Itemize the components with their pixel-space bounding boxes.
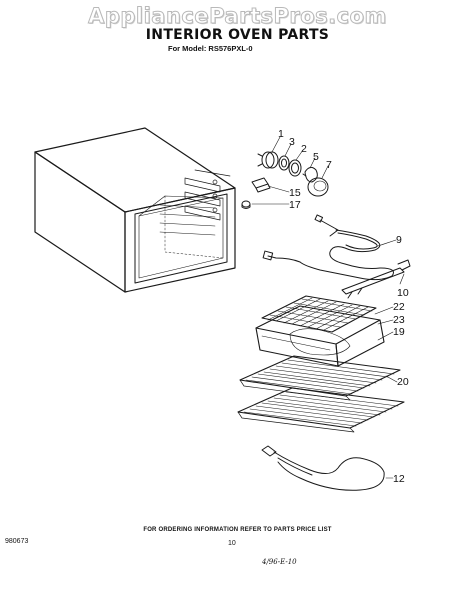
callout-labels: 1 3 2 5 7 15 17 9 10 22 23 19 20 12 [278,128,409,485]
callout-9: 9 [396,234,402,246]
broiler-pan-and-grid [255,295,385,367]
callout-2: 2 [301,143,307,155]
callout-10: 10 [397,287,409,299]
oven-racks [237,355,405,433]
callout-17: 17 [289,199,301,211]
handwritten-note: 4/96-E-10 [262,558,297,566]
oven-cavity [34,127,236,293]
site-watermark: AppliancePartsPros.com [88,4,387,29]
callout-22: 22 [393,301,405,313]
callout-7: 7 [326,159,332,171]
callout-20: 20 [397,376,409,388]
callout-12: 12 [393,473,405,485]
bake-element [341,259,411,299]
callout-1: 1 [278,128,284,140]
callout-3: 3 [289,136,295,148]
callout-5: 5 [313,151,319,163]
callout-23: 23 [393,314,405,326]
page-number: 10 [228,540,236,547]
ordering-note: FOR ORDERING INFORMATION REFER TO PARTS … [143,527,332,533]
page-title: INTERIOR OVEN PARTS [145,27,330,43]
broil-element [262,214,394,281]
bottom-element [261,445,385,491]
document-code: 980673 [5,538,29,545]
model-number: For Model: RS576PXL-0 [168,44,253,53]
callout-15: 15 [289,187,301,199]
callout-leaders [251,136,405,479]
callout-19: 19 [393,326,405,338]
